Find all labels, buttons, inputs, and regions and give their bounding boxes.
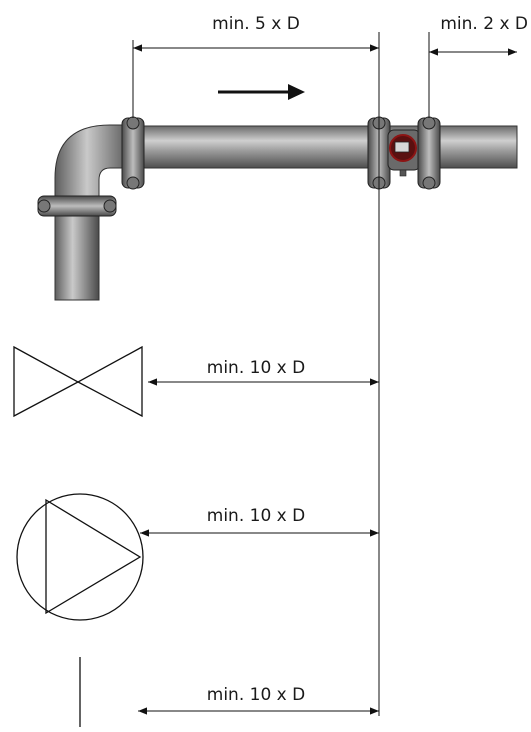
valve-symbol-icon [13,345,143,418]
label-valve: min. 10 x D [207,358,305,378]
pump-symbol-icon [16,493,144,621]
clamp-meter-right [417,116,441,190]
vertical-pipe [54,204,100,301]
dimension-lines [132,32,517,716]
flow-arrow-icon [218,84,305,100]
label-downstream: min. 2 x D [440,14,528,34]
clamp-upstream [121,116,145,190]
label-bottom: min. 10 x D [207,685,305,705]
label-pump: min. 10 x D [207,506,305,526]
horizontal-pipe [124,125,518,169]
pipe-assembly [37,116,518,301]
clamp-vertical [37,195,117,217]
flow-meter [387,129,421,177]
label-upstream: min. 5 x D [212,14,300,34]
